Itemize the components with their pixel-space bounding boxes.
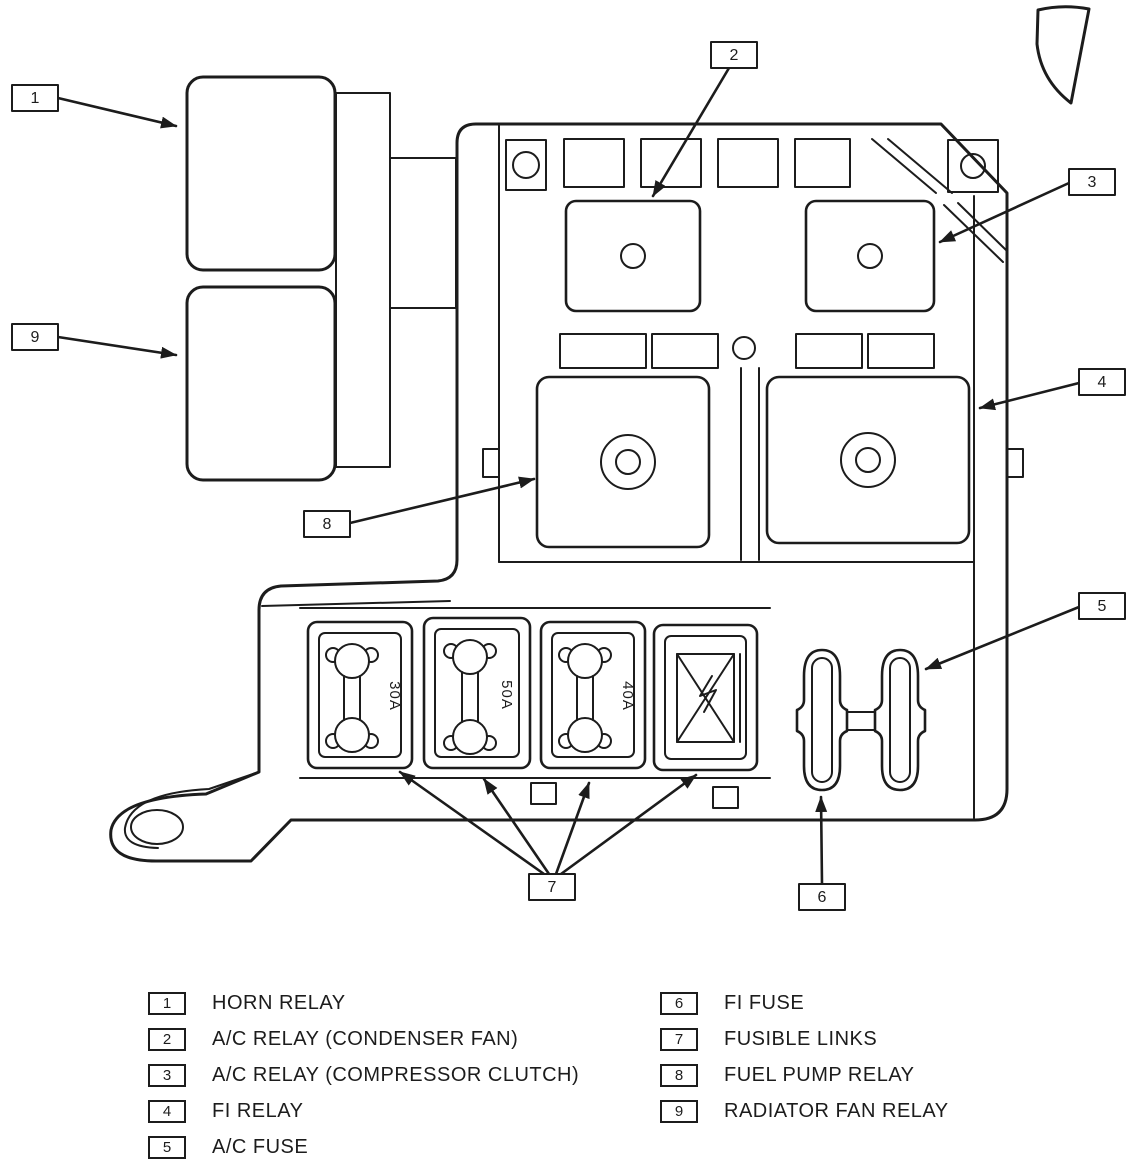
legend-number-box: 3	[148, 1064, 186, 1087]
inner-walls	[261, 123, 1024, 819]
radiator-fan-relay-block	[185, 285, 337, 482]
legend-number-box: 8	[660, 1064, 698, 1087]
fi-fuse	[795, 648, 849, 792]
fusible-link-empty	[652, 623, 759, 772]
legend-item: 8 FUEL PUMP RELAY	[660, 1064, 949, 1087]
callout-number: 9	[31, 329, 40, 346]
legend-column-right: 6 FI FUSE 7 FUSIBLE LINKS 8 FUEL PUMP RE…	[660, 992, 949, 1136]
callout-7: 7	[398, 770, 698, 901]
legend-column-left: 1 HORN RELAY 2 A/C RELAY (CONDENSER FAN)…	[148, 992, 579, 1172]
fi-relay	[765, 375, 971, 545]
callout-5: 5	[924, 592, 1126, 671]
legend-item: 2 A/C RELAY (CONDENSER FAN)	[148, 1028, 579, 1051]
callout-3: 3	[938, 168, 1116, 244]
legend-item: 3 A/C RELAY (COMPRESSOR CLUTCH)	[148, 1064, 579, 1087]
legend-label: HORN RELAY	[212, 992, 346, 1014]
callout-6: 6	[798, 795, 846, 911]
legend-label: A/C RELAY (COMPRESSOR CLUTCH)	[212, 1064, 580, 1086]
fuse-amp-label: 50A	[498, 680, 515, 710]
fuse-bridge	[846, 711, 876, 731]
callout-number: 6	[818, 889, 827, 906]
legend-item: 4 FI RELAY	[148, 1100, 579, 1123]
callout-4: 4	[978, 368, 1126, 411]
diagram-stage: 30A 50A 40A	[11, 5, 1126, 911]
legend-item: 5 A/C FUSE	[148, 1136, 579, 1159]
callout-number: 1	[31, 90, 40, 107]
fuse-amp-label: 30A	[386, 681, 403, 711]
fuse-box-diagram: 30A 50A 40A	[11, 5, 1126, 911]
callout-number: 2	[730, 47, 739, 64]
legend-item: 7 FUSIBLE LINKS	[660, 1028, 949, 1051]
legend-label: FUEL PUMP RELAY	[724, 1064, 915, 1086]
callout-number: 3	[1088, 174, 1097, 191]
legend-item: 9 RADIATOR FAN RELAY	[660, 1100, 949, 1123]
callout-2: 2	[651, 41, 758, 198]
callout-9: 9	[11, 323, 178, 359]
bracket-flag	[1035, 5, 1091, 105]
ac-fuse	[873, 648, 927, 792]
top-compartments	[505, 138, 1007, 263]
legend-number-box: 5	[148, 1136, 186, 1159]
fusible-link-40a: 40A	[539, 620, 647, 770]
legend-label: A/C RELAY (CONDENSER FAN)	[212, 1028, 519, 1050]
callout-number: 8	[323, 516, 332, 533]
legend-label: FUSIBLE LINKS	[724, 1028, 878, 1050]
fuel-pump-relay	[535, 375, 711, 549]
fusible-link-30a: 30A	[306, 620, 414, 770]
relay-mount-bracket	[335, 92, 457, 468]
mount-tab-inner-line	[123, 771, 260, 849]
fuse-amp-label: 40A	[619, 681, 636, 711]
legend-label: RADIATOR FAN RELAY	[724, 1100, 949, 1122]
legend-label: FI RELAY	[212, 1100, 304, 1122]
ac-relay-condenser-fan	[564, 199, 702, 313]
callout-1: 1	[11, 84, 178, 129]
bottom-cutout	[530, 782, 557, 805]
callout-number: 5	[1098, 598, 1107, 615]
legend-number-box: 6	[660, 992, 698, 1015]
legend-number-box: 1	[148, 992, 186, 1015]
horn-relay-block	[185, 75, 337, 272]
legend-item: 6 FI FUSE	[660, 992, 949, 1015]
callout-number: 7	[548, 879, 557, 896]
legend-number-box: 2	[148, 1028, 186, 1051]
legend-label: FI FUSE	[724, 992, 805, 1014]
legend-label: A/C FUSE	[212, 1136, 309, 1158]
callout-8: 8	[303, 476, 536, 538]
legend-number-box: 9	[660, 1100, 698, 1123]
middle-compartments	[559, 333, 935, 561]
fusible-link-50a: 50A	[422, 616, 532, 770]
legend-number-box: 7	[660, 1028, 698, 1051]
bottom-cutout	[712, 786, 739, 809]
legend-item: 1 HORN RELAY	[148, 992, 579, 1015]
legend-number-box: 4	[148, 1100, 186, 1123]
mount-hole	[130, 809, 184, 845]
ac-relay-compressor-clutch	[804, 199, 936, 313]
callout-number: 4	[1098, 374, 1107, 391]
fuse-box-outline	[109, 122, 1009, 863]
